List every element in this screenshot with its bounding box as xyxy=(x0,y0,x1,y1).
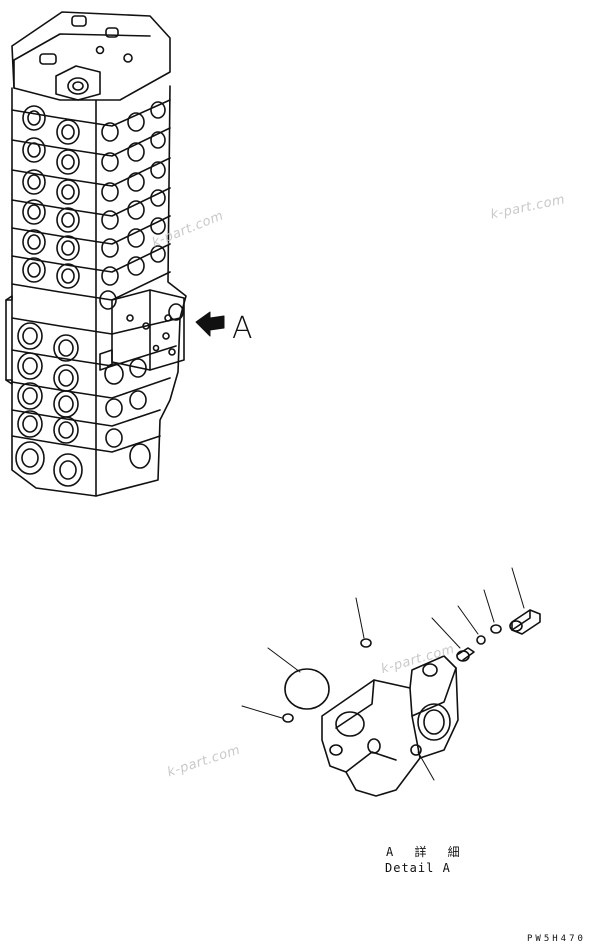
drawing-code: PW5H470 xyxy=(527,934,586,944)
plug xyxy=(509,609,541,635)
view-marker-letter: A xyxy=(232,311,253,346)
valve-detail-a-area xyxy=(111,289,185,371)
left-face-ports xyxy=(15,105,83,487)
right-face-ports xyxy=(99,101,166,469)
o-ring-large xyxy=(284,668,330,710)
view-a-arrow xyxy=(195,311,225,337)
o-ring-small xyxy=(282,713,294,723)
detail-caption-english: Detail A xyxy=(385,861,451,875)
detail-a-exploded-view xyxy=(241,567,541,797)
valve-body-outline xyxy=(5,85,187,497)
o-ring-left xyxy=(360,638,372,648)
o-ring-right xyxy=(490,624,502,634)
valve-side-flange xyxy=(5,295,13,385)
control-valve-assembly xyxy=(5,11,187,497)
leader-lines xyxy=(241,567,525,781)
valve-top-block xyxy=(11,11,171,101)
o-ring-mid xyxy=(476,635,486,645)
check-spring xyxy=(456,647,475,662)
flange-block xyxy=(321,655,459,797)
detail-caption-japanese: A 詳 細 xyxy=(386,845,467,859)
